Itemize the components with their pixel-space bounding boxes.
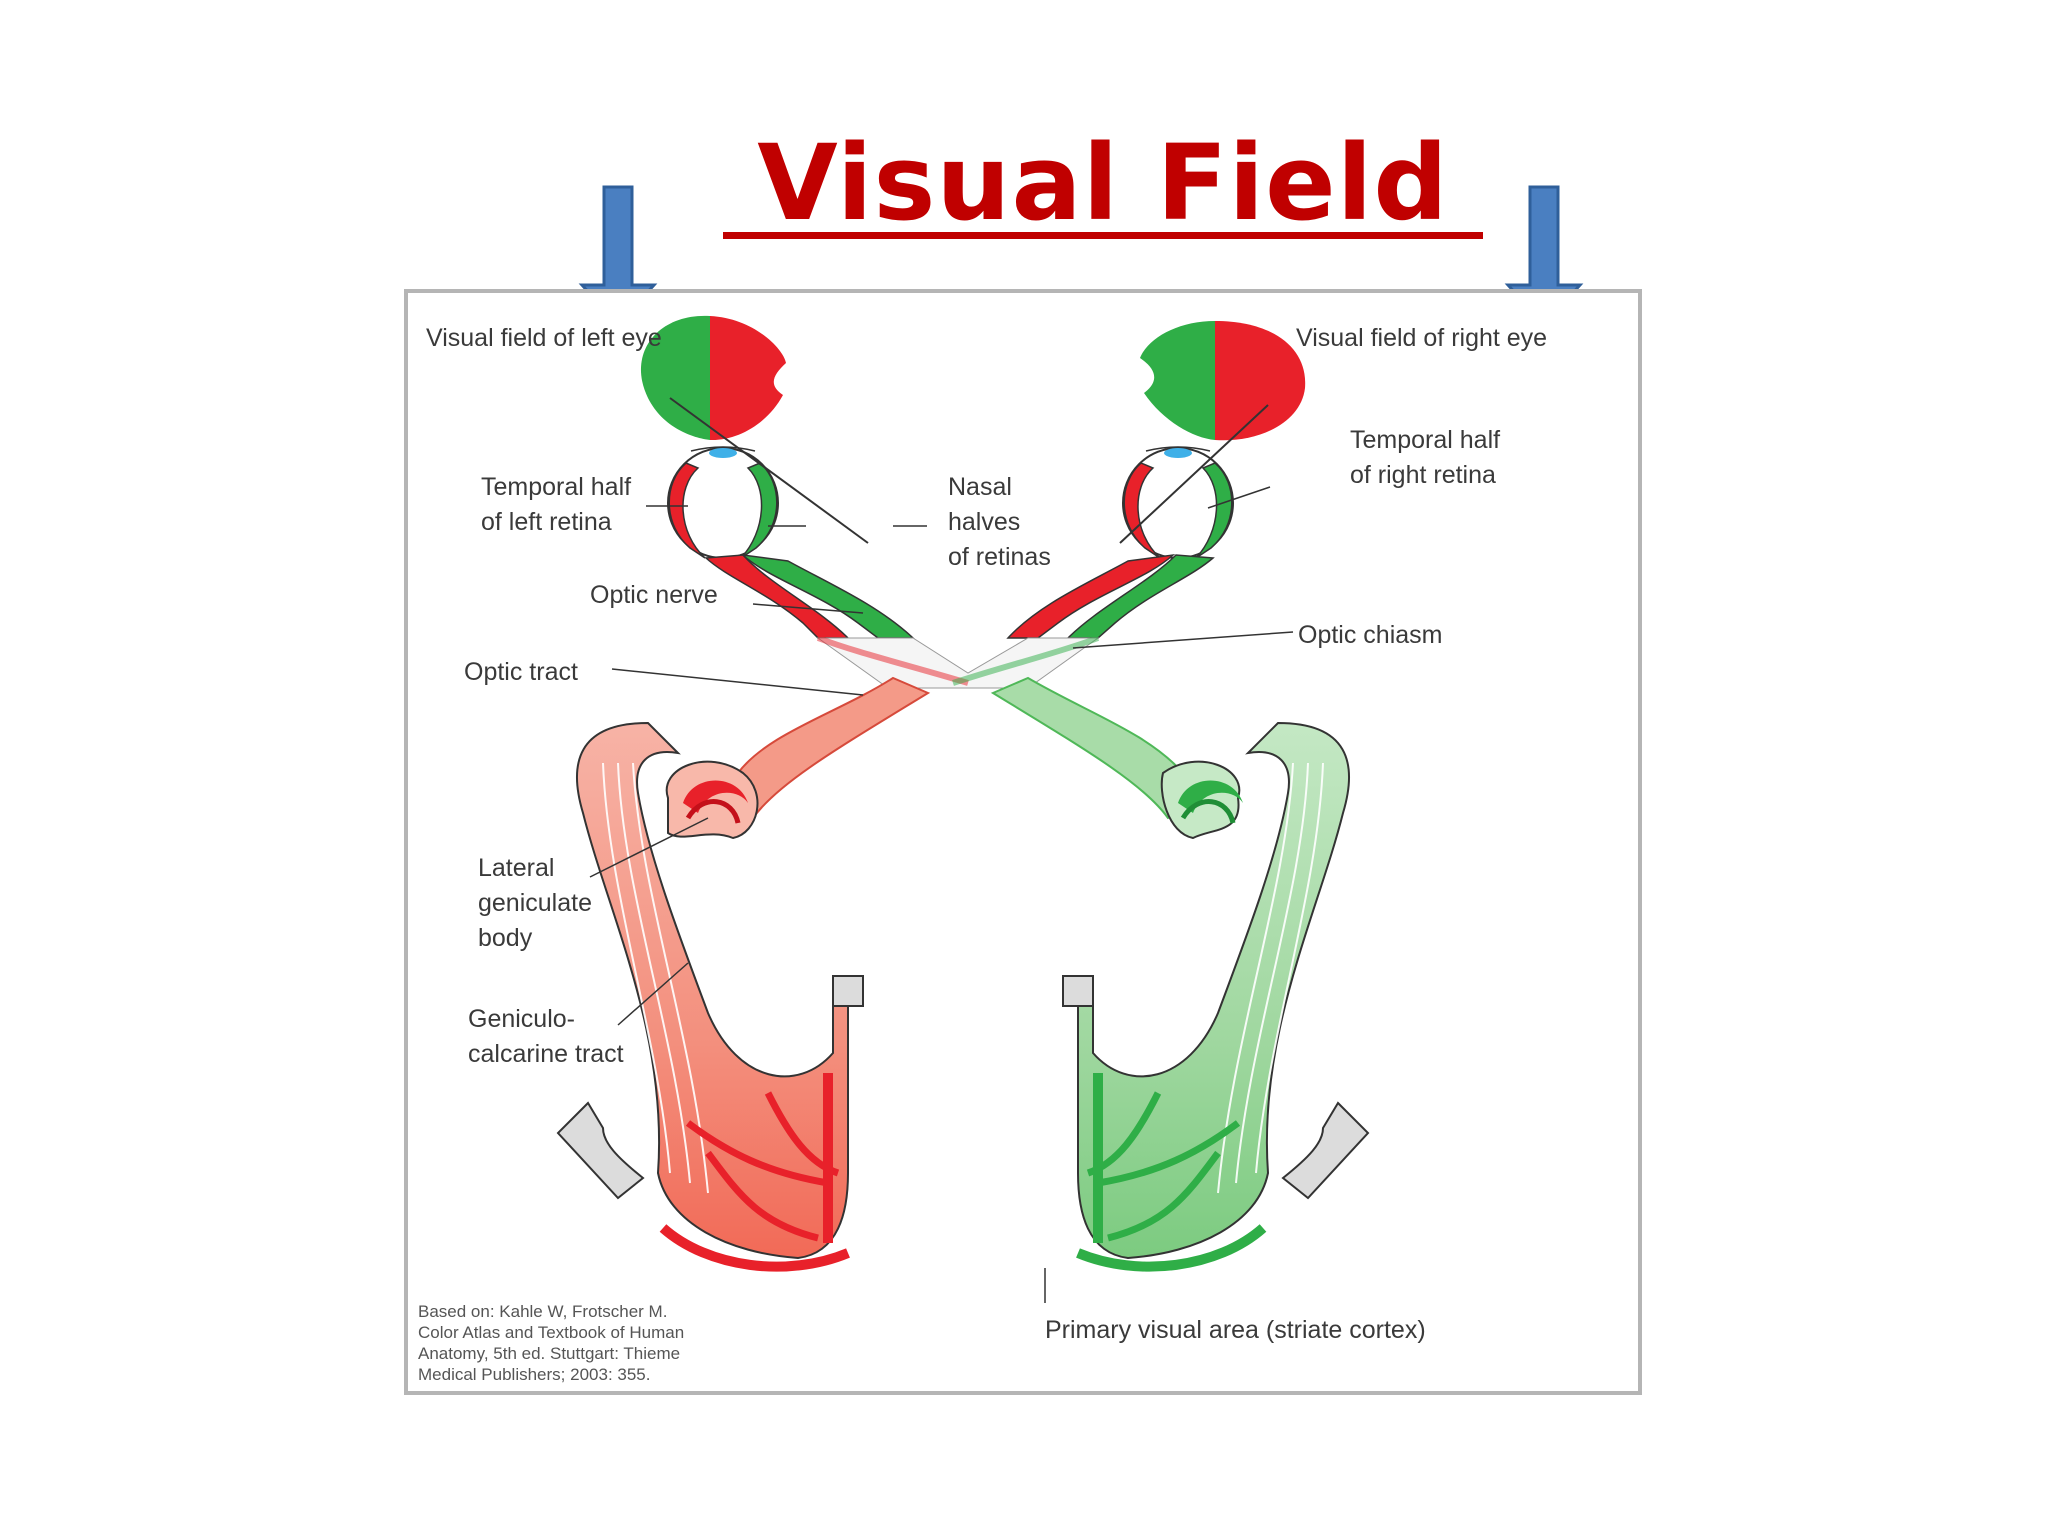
- right-visual-field: [1140, 321, 1306, 441]
- left-geniculocalcarine-tract: [556, 721, 864, 1272]
- label-primary-visual-area: Primary visual area (striate cortex): [1045, 1316, 1426, 1344]
- label-nasal-halves: Nasal halves of retinas: [948, 473, 1051, 571]
- left-eyeball: [667, 446, 779, 559]
- title-underline: [723, 232, 1483, 239]
- label-visual-field-right-eye: Visual field of right eye: [1296, 324, 1548, 352]
- left-optic-nerve: [704, 553, 915, 639]
- label-temporal-left-retina: Temporal half of left retina: [481, 473, 632, 536]
- slide-title: Visual Field: [757, 122, 1449, 244]
- label-optic-tract: Optic tract: [464, 658, 578, 686]
- right-geniculocalcarine-tract: [1062, 721, 1370, 1272]
- figure-credit: Based on: Kahle W, Frotscher M. Color At…: [418, 1302, 685, 1384]
- label-optic-chiasm: Optic chiasm: [1298, 621, 1443, 649]
- label-lateral-geniculate-body: Lateral geniculate body: [478, 854, 592, 952]
- right-optic-tract: [990, 676, 1215, 820]
- left-lateral-geniculate-body: [665, 760, 759, 840]
- visual-pathway-diagram: [556, 315, 1370, 1303]
- label-optic-nerve: Optic nerve: [590, 581, 718, 609]
- label-geniculocalcarine-tract: Geniculo- calcarine tract: [468, 1005, 624, 1068]
- left-visual-field: [640, 315, 786, 441]
- right-eyeball: [1122, 446, 1234, 559]
- label-visual-field-left-eye: Visual field of left eye: [426, 324, 662, 352]
- right-lateral-geniculate-body: [1160, 760, 1243, 840]
- optic-chiasm-shape: [816, 635, 1100, 689]
- leader-lines: [589, 486, 1294, 1303]
- visual-pathway-figure: Visual field of left eye Visual field of…: [404, 289, 1642, 1395]
- label-temporal-right-retina: Temporal half of right retina: [1350, 426, 1501, 489]
